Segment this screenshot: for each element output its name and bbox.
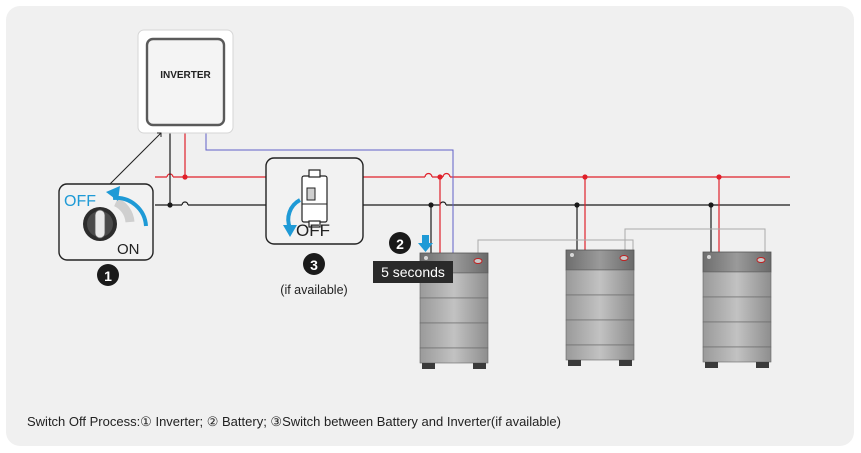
battery-2 bbox=[565, 249, 635, 366]
step1-badge bbox=[97, 264, 119, 286]
press-arrow-icon bbox=[418, 235, 433, 252]
step3-badge bbox=[303, 253, 325, 275]
step3-note: (if available) bbox=[280, 283, 347, 297]
step1-number: 1 bbox=[104, 268, 112, 284]
wiring bbox=[155, 133, 790, 256]
step2-duration-label: 5 seconds bbox=[381, 264, 445, 280]
inverter-unit: INVERTER bbox=[137, 29, 234, 134]
step2-number: 2 bbox=[396, 236, 404, 252]
step1-rotary-switch: OFF ON 1 bbox=[58, 132, 162, 286]
step1-off-label: OFF bbox=[64, 193, 96, 210]
duration-label-box bbox=[373, 261, 453, 283]
step3-breaker-switch: OFF 3 (if available) bbox=[265, 157, 364, 297]
process-caption: Switch Off Process:① Inverter; ② Battery… bbox=[27, 414, 561, 429]
step1-on-label: ON bbox=[117, 241, 140, 258]
battery-1 bbox=[419, 252, 489, 369]
step2-badge bbox=[389, 232, 411, 254]
step3-off-label: OFF bbox=[296, 221, 330, 240]
breaker-icon bbox=[301, 169, 328, 228]
step2-battery-press: 2 5 seconds bbox=[373, 232, 453, 283]
step3-number: 3 bbox=[310, 257, 318, 273]
inverter-label: INVERTER bbox=[160, 70, 211, 81]
battery-3 bbox=[702, 251, 772, 368]
